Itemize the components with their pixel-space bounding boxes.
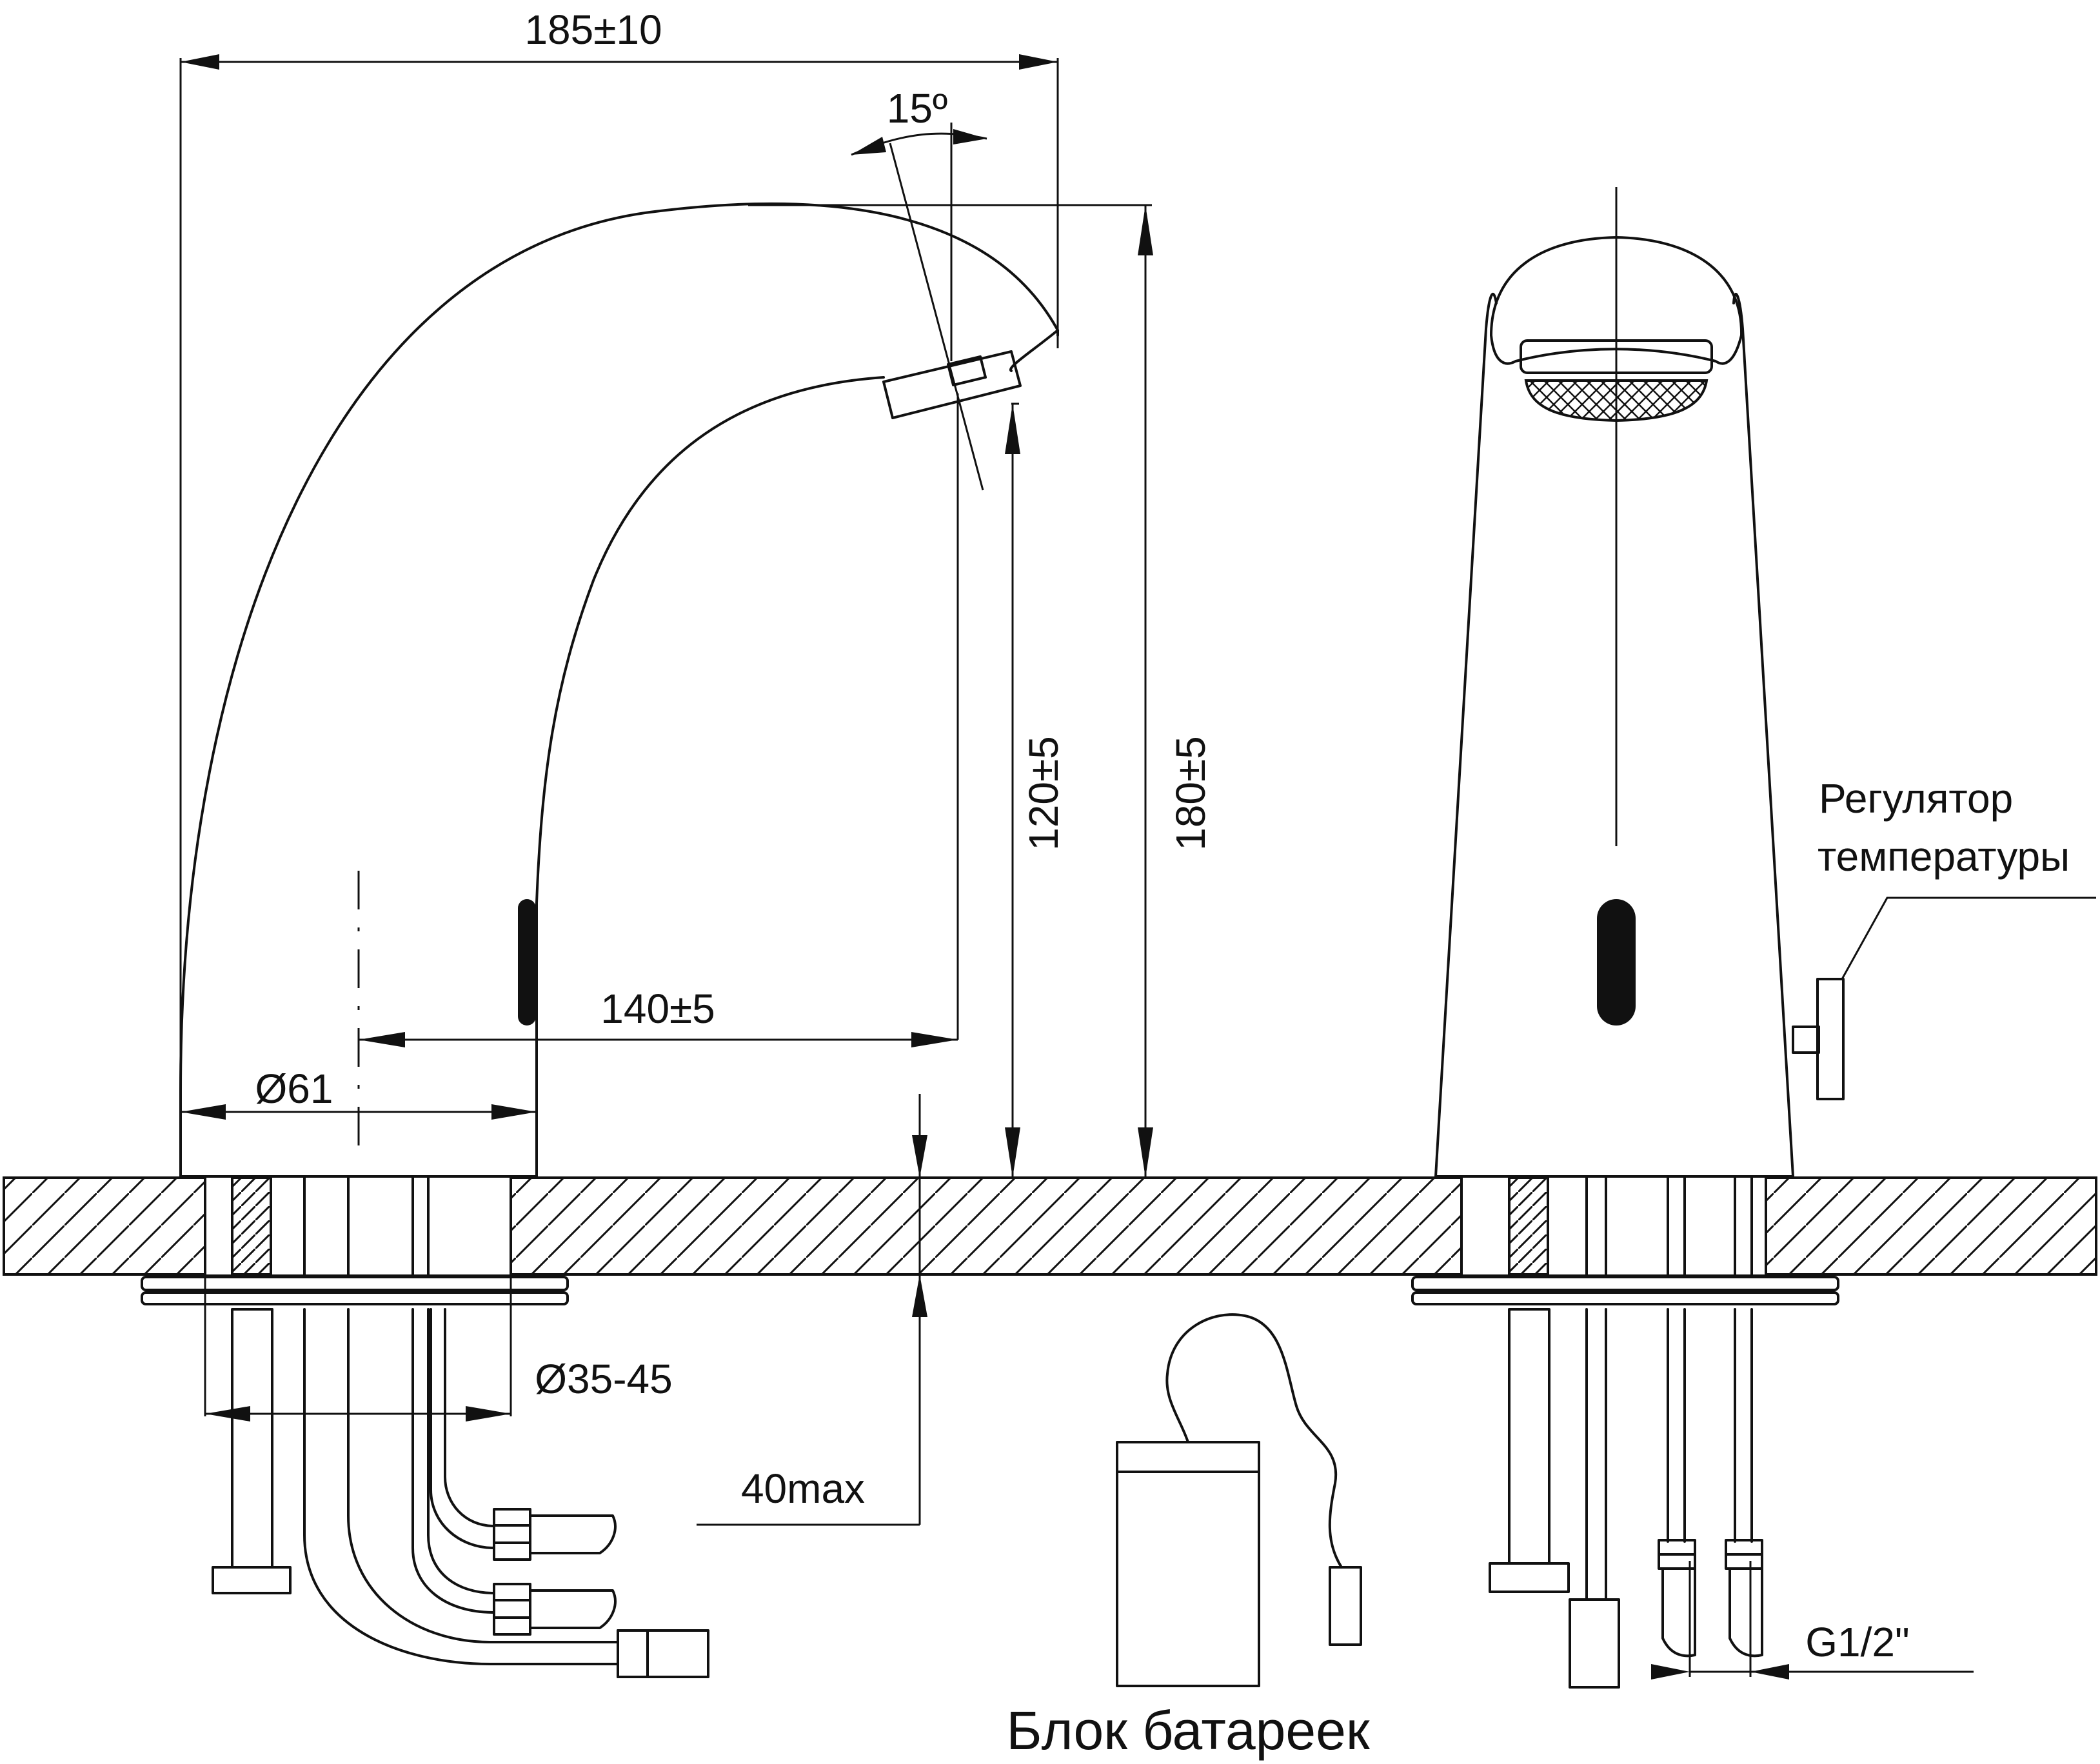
aerator-side <box>882 350 1022 419</box>
hose-fitting-right-1 <box>1658 1539 1696 1658</box>
temperature-regulator-knob <box>1792 978 1845 1100</box>
faucet-side-view <box>141 202 1059 1678</box>
battery-cable <box>1165 1313 1343 1569</box>
dimension-labels: 185±10 15º 120±5 180±5 140±5 Ø61 Ø35-45 … <box>255 6 2070 1665</box>
countertop-section <box>3 1176 2097 1276</box>
temperature-regulator-label-1: Регулятор <box>1819 775 2013 822</box>
dimension-base-diameter: Ø61 <box>255 1065 333 1112</box>
water-hose-cold <box>430 1308 495 1549</box>
gasket-left <box>141 1276 569 1291</box>
dimension-outlet-height: 120±5 <box>1020 736 1067 851</box>
spout-inner-contour <box>535 376 885 1178</box>
sensor-connector-left <box>617 1629 709 1678</box>
threaded-stud-left <box>231 1176 272 1276</box>
dimension-total-height: 180±5 <box>1167 736 1214 851</box>
sensor-connector-right <box>1569 1598 1620 1689</box>
battery-block-label: Блок батареек <box>1006 1700 1370 1761</box>
dimension-hole-diameter: Ø35-45 <box>535 1356 672 1402</box>
sensor-window-front <box>1597 899 1636 1026</box>
hose-fitting-right-2 <box>1725 1539 1763 1658</box>
hose-fitting-lower <box>493 1583 617 1636</box>
faucet-front-view <box>1411 187 1845 1689</box>
dimension-lines <box>179 54 2096 1680</box>
temperature-regulator-label-2: температуры <box>1818 833 2070 880</box>
water-hose-hot <box>411 1308 495 1614</box>
battery-block: Блок батареек <box>1006 1313 1371 1761</box>
dimension-total-width: 185±10 <box>524 6 662 53</box>
dimension-reach: 140±5 <box>600 986 715 1032</box>
dimension-thread: G1/2" <box>1805 1619 1909 1665</box>
front-body-contour <box>1434 293 1794 1178</box>
front-head-dome <box>1490 236 1743 365</box>
battery-connector <box>1329 1566 1362 1646</box>
threaded-stud-right <box>1508 1176 1549 1276</box>
spout-tip <box>1009 329 1059 372</box>
spout-outer-contour <box>179 202 1059 1178</box>
sensor-window-side <box>518 899 536 1026</box>
hose-fitting-upper <box>493 1508 617 1561</box>
dimension-countertop-thickness: 40max <box>741 1465 865 1512</box>
sensor-cable-left <box>303 1308 619 1665</box>
gasket-right <box>1411 1276 1839 1291</box>
dimension-spout-angle: 15º <box>887 85 948 132</box>
